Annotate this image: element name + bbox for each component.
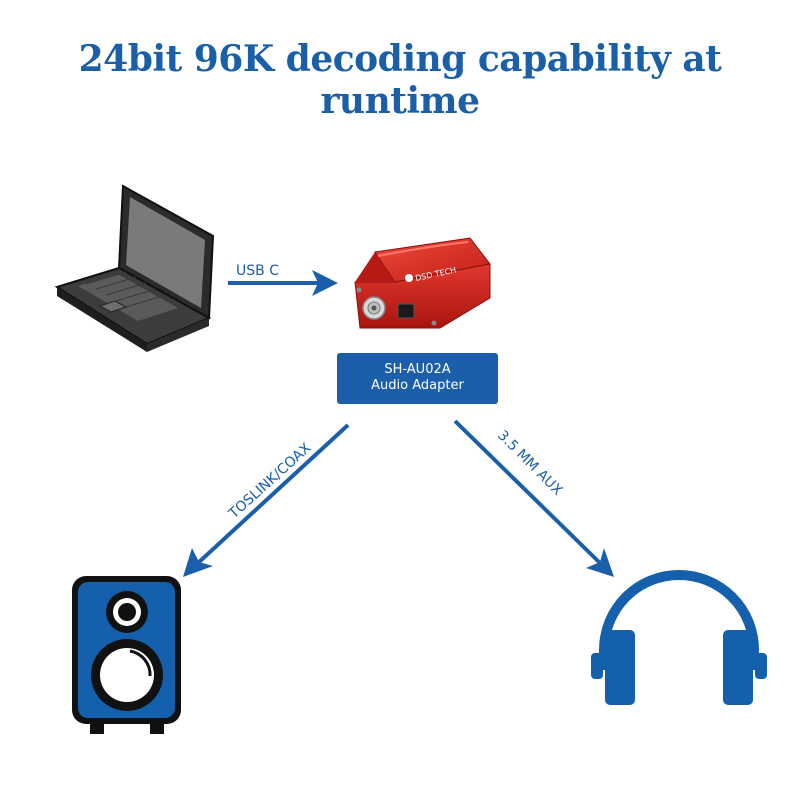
device-label-box: SH-AU02A Audio Adapter	[337, 353, 498, 404]
usb-label: USB C	[236, 263, 279, 279]
device-model: SH-AU02A	[384, 362, 451, 377]
optical-arrow	[183, 423, 350, 577]
usb-arrow	[228, 270, 338, 296]
aux-arrow	[453, 419, 614, 577]
optical-label: TOSLINK/COAX	[225, 440, 314, 523]
audio-adapter-icon: DSD TECH	[354, 237, 491, 329]
headphones-icon	[591, 570, 767, 705]
aux-label: 3.5 MM AUX	[494, 428, 566, 500]
device-description: Audio Adapter	[371, 378, 464, 393]
laptop-icon	[54, 184, 215, 352]
speaker-icon	[72, 576, 181, 734]
page-title: 24bit 96K decoding capability at runtime	[78, 38, 722, 122]
